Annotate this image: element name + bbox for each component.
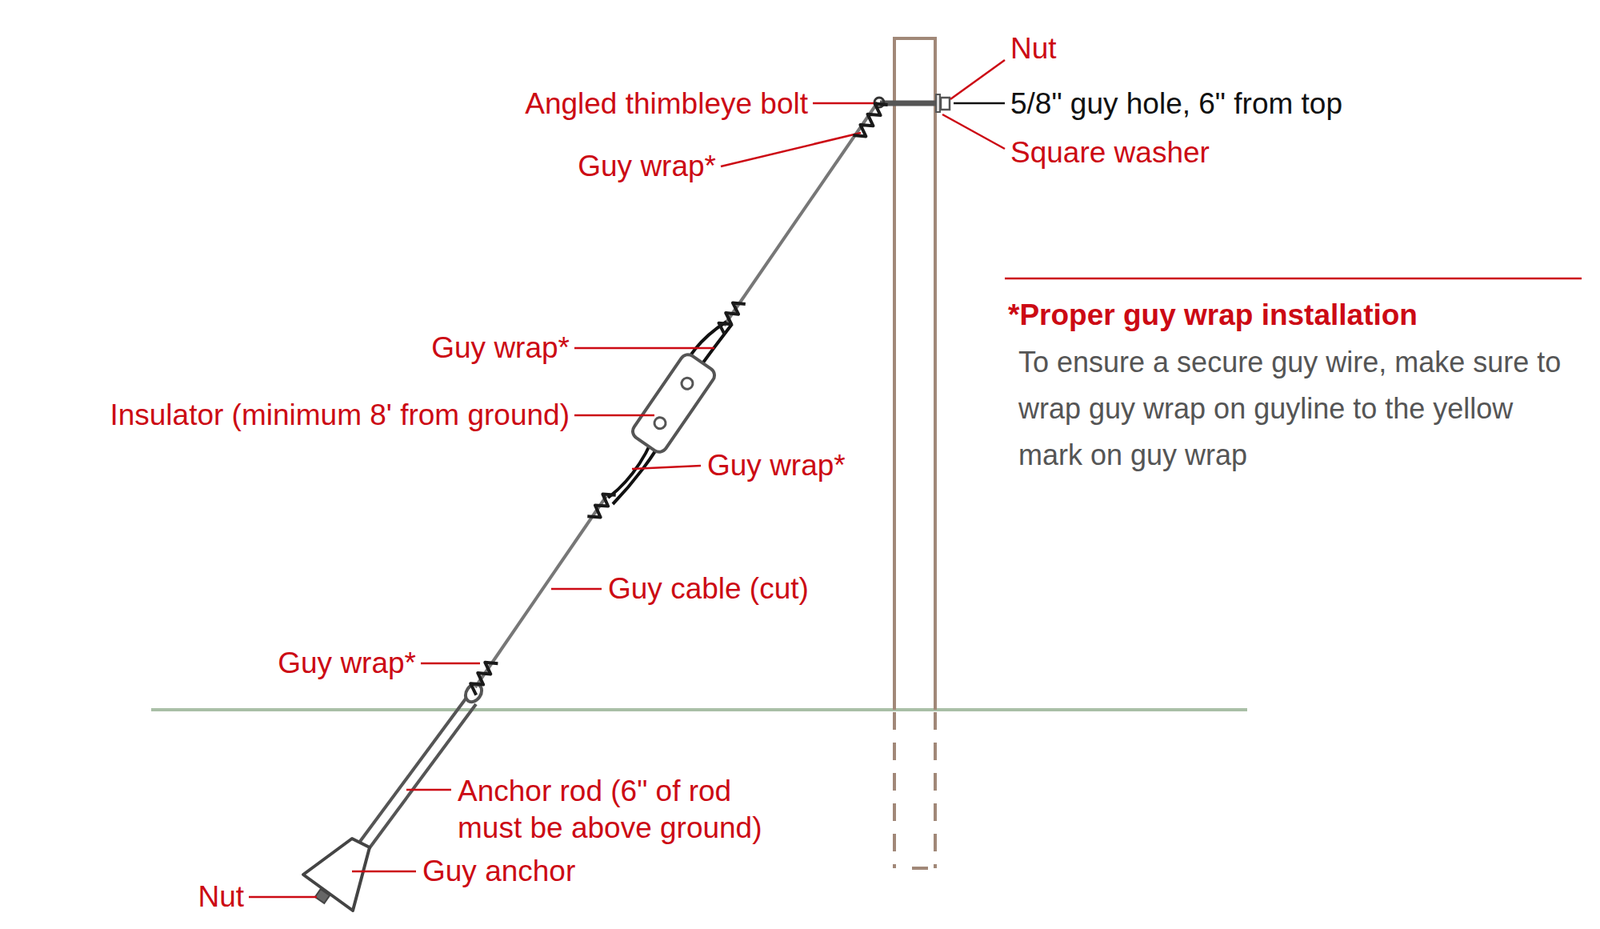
dimension-label: 5/8" guy hole, 6" from top	[1010, 85, 1343, 123]
pole-underground	[894, 712, 936, 868]
part-label: Insulator (minimum 8' from ground)	[109, 396, 570, 434]
ground-line	[151, 708, 1248, 712]
part-label: Square washer	[1010, 134, 1210, 172]
part-label: Guy anchor	[422, 852, 576, 890]
part-label: Guy wrap*	[707, 447, 846, 484]
insulator	[629, 351, 718, 455]
guy-wrap	[852, 104, 888, 137]
leader-line	[953, 102, 1005, 105]
part-label: Guy cable (cut)	[608, 570, 809, 608]
part-label: Anchor rod (6" of rod must be above grou…	[457, 772, 768, 848]
pole	[894, 38, 936, 710]
part-label: Angled thimbleye bolt	[524, 85, 808, 123]
anchor-rod	[356, 697, 467, 846]
part-label: Guy wrap*	[277, 644, 416, 682]
guy-wrap	[587, 494, 616, 518]
nut	[940, 97, 950, 110]
part-label: Guy wrap*	[577, 148, 716, 185]
leader-lines	[248, 60, 1582, 897]
part-label: Nut	[1010, 30, 1057, 68]
guy-anchor	[303, 838, 370, 911]
guy-wrap	[470, 662, 498, 696]
part-label: Guy wrap*	[431, 329, 570, 367]
part-label: Nut	[197, 878, 244, 916]
square-washer	[936, 94, 940, 112]
note-text: To ensure a secure guy wire, make sure t…	[1018, 339, 1579, 479]
guy-cable	[475, 496, 607, 688]
note-heading: *Proper guy wrap installation	[1008, 296, 1418, 334]
guy-wrap	[719, 302, 746, 335]
anchor-nut	[315, 888, 330, 904]
